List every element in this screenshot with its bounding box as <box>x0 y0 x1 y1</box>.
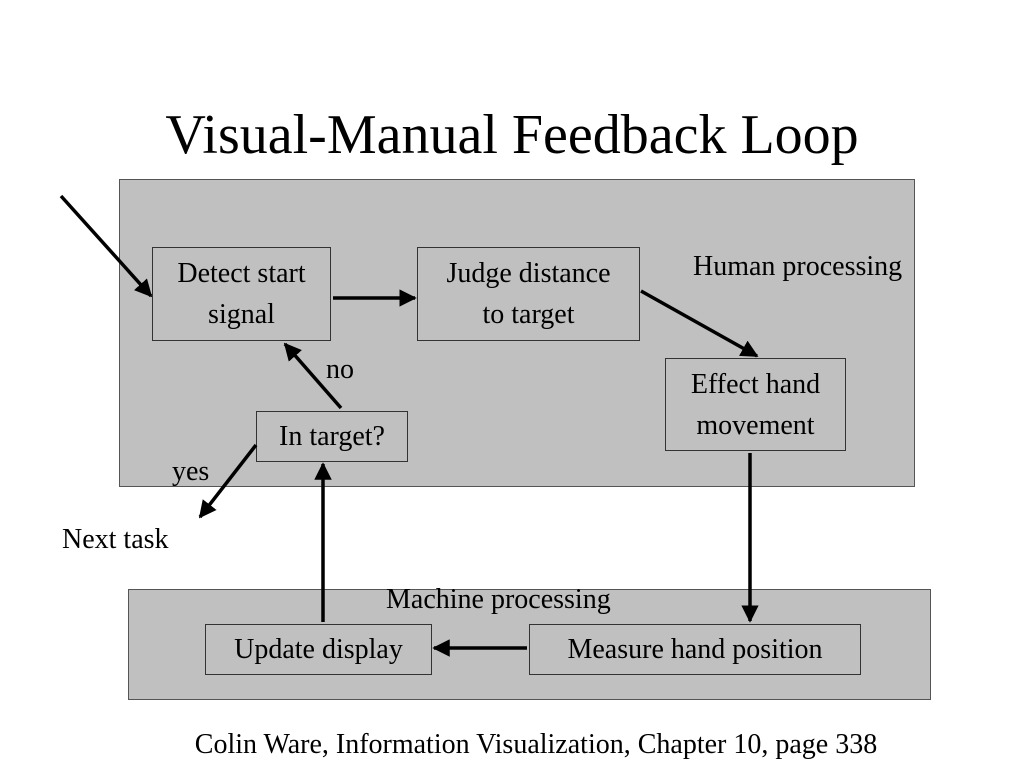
detect-start-signal-node: Detect start signal <box>152 247 331 341</box>
machine-processing-label: Machine processing <box>386 584 611 615</box>
citation-footer: Colin Ware, Information Visualization, C… <box>194 729 878 760</box>
edge-label-no: no <box>326 354 354 385</box>
next-task-label: Next task <box>62 524 169 555</box>
arrow-intarget-to-detect <box>283 342 343 410</box>
effect-hand-movement-node: Effect hand movement <box>665 358 846 451</box>
measure-hand-position-node: Measure hand position <box>529 624 861 675</box>
slide-title: Visual-Manual Feedback Loop <box>165 104 859 166</box>
edge-label-yes: yes <box>172 456 210 487</box>
judge-distance-node: Judge distance to target <box>417 247 640 341</box>
in-target-decision-node: In target? <box>256 411 408 462</box>
arrow-intarget-to-next-task <box>198 443 258 519</box>
update-display-node: Update display <box>205 624 432 675</box>
arrow-judge-to-effect <box>640 289 759 358</box>
arrow-start-to-detect <box>59 194 153 298</box>
human-processing-region <box>119 179 915 487</box>
human-processing-label: Human processing <box>693 251 903 282</box>
